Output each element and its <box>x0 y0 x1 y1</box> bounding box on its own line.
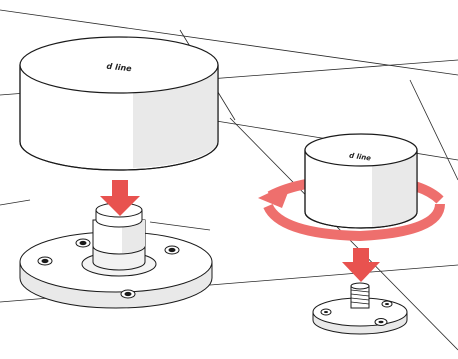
right-down-arrow <box>342 248 380 282</box>
left-cap: d line <box>20 37 218 170</box>
rotation-arrowhead <box>258 182 292 208</box>
right-cap: d line <box>305 134 417 228</box>
right-threaded-stud <box>351 283 369 308</box>
